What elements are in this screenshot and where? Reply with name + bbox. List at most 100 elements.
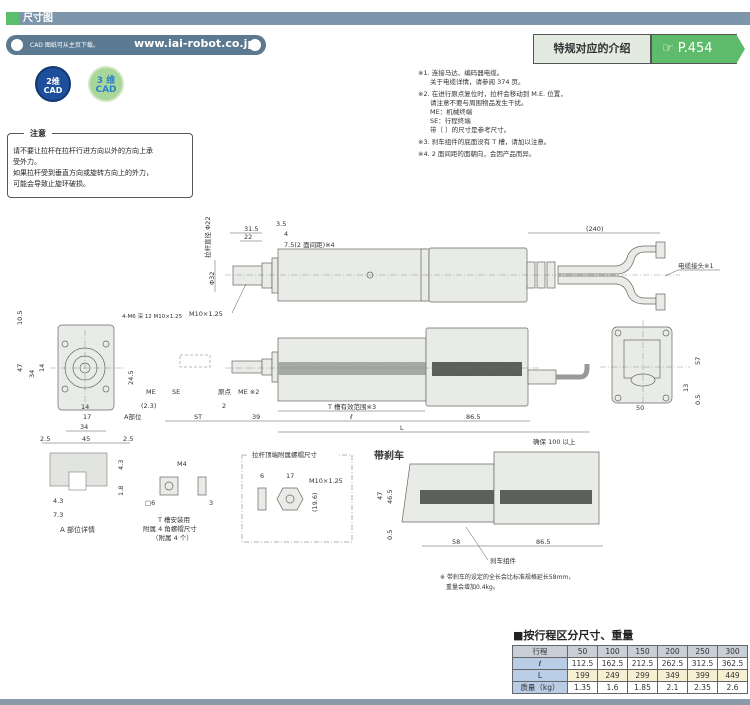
dim-flats: 7.5(2 面间距)※4 [284,241,335,249]
dim-46-5: 46.5 [386,490,394,504]
drawing-element [61,340,69,348]
dim-10-5: 10.5 [16,311,24,325]
table-cell: 50 [567,645,598,658]
drawing-element [102,385,110,393]
page-number: P.454 [677,41,713,56]
me-label: ME [146,388,156,396]
actuator-top-view: (240) 电缆接头※1 拉杆直径 Φ22 31.522 3.54 7.5(2 … [189,217,720,318]
table-cell: 399 [687,669,718,682]
connector [655,293,666,311]
dim-19-6: (19.6) [311,492,319,512]
dim-4: 4 [284,230,288,238]
table-cell: 212.5 [627,657,658,670]
cable-clearance-label: 确保 100 以上 [533,437,576,446]
table-cell: 行程 [512,645,568,658]
cad-3d-label: CAD [95,85,117,95]
nut-caption: T 槽安装用 [157,515,190,524]
dim-2-5: 2.5 [123,435,133,443]
banner-dot [11,39,23,51]
dim-45: 45 [82,435,90,443]
se-label: SE [172,388,180,396]
drawing-element [285,494,295,504]
table-cell: 质量（kg） [512,681,568,694]
table-cell: 112.5 [567,657,598,670]
table-cell: 250 [687,645,718,658]
dim-0-5: 0.5 [386,530,394,540]
footnote-4: ※4. 2 面间距的面朝向，会因产品而异。 [418,150,536,158]
drawing-element [623,339,661,379]
table-cell: 1.85 [627,681,658,694]
motor-end-view: 57 13 0.5 50 [600,320,702,412]
website-link[interactable]: www.iai-robot.co.jp [134,37,256,50]
drawing-element [556,364,590,380]
drawing-element [465,526,489,561]
t-slot-range-label: T 槽有效范围※3 [327,402,376,411]
rod [232,265,264,286]
caution-box: 注意 请不要让拉杆在拉杆行进方向以外的方向上承 受外力。 如果拉杆受到垂直方向或… [7,128,193,198]
table-cell: 200 [657,645,688,658]
cable-connector-label: 电缆接头※1 [678,261,714,270]
connector [655,241,666,259]
dim-24-5: 24.5 [127,371,135,385]
cable-upper [557,245,657,275]
drawing-element [102,340,110,348]
dim-14: 14 [81,403,89,411]
table-cell: 312.5 [687,657,718,670]
table-cell: 150 [627,645,658,658]
footer-bar [0,699,750,705]
brake-note: ※ 带刹车的设定的全长会比标准规格延长58mm， [440,573,574,581]
rod-diameter-label: 拉杆直径 Φ22 [203,217,212,258]
drawing-element [662,394,670,402]
dim-58: 58 [452,538,460,546]
drawing-element [261,358,273,376]
dim-phi32: Φ32 [208,272,216,285]
drawing-element [278,362,426,375]
table-cell: 349 [657,669,688,682]
table-cell: 449 [717,669,748,682]
table-cell: 249 [597,669,628,682]
arrow-shape [736,34,745,64]
drawing-element: 请注意不要与周围物品发生干扰。 [430,99,528,107]
brake-title: 带刹车 [374,449,404,462]
drawing-element [197,476,207,496]
table-cell: 2.1 [657,681,688,694]
table-cell: 262.5 [657,657,688,670]
cad-download-banner[interactable]: CAD 图纸可从主页下载。 www.iai-robot.co.jp [6,35,266,55]
table-cell: 2.35 [687,681,718,694]
table-title: ■按行程区分尺寸、重量 [513,629,634,642]
nut-caption: （附属 4 个） [152,533,193,542]
drawing-element [614,394,622,402]
drawing-element [257,487,267,511]
footnote-3: ※3. 刹车组件的底面没有 T 槽，请加以注意。 [418,138,551,146]
dim-7-3: 7.3 [53,511,63,519]
dim-13: 13 [682,384,690,392]
table-cell: 299 [627,669,658,682]
dim-st: ST [194,413,202,421]
brake-note: 重量会增加0.4kg。 [446,583,499,591]
table-cell: 2.6 [717,681,748,694]
cad-2d-label: 2维 [46,77,60,86]
drawing-element [527,369,557,385]
dim-2-5: 2.5 [40,435,50,443]
nut-caption: 附属 4 角螺帽尺寸 [143,524,197,533]
a-part-label: A部位 [124,412,142,421]
table-cell: L [512,669,568,682]
drawing-element [179,354,211,368]
special-order-link[interactable]: 特规对应的介绍 ☞ P.454 [533,34,745,64]
dim-39: 39 [252,413,260,421]
dim-6: 6 [260,472,264,480]
footnote-1: ※1. 连接马达、编码器电缆。关于电缆详情，请参阅 374 页。 [418,69,567,87]
thread-m10: M10×1.25 [309,477,343,485]
a-part-detail: 4.3 1.8 4.37.3 A 部位详情 [49,452,125,534]
dim-14-vertical: 14 [38,364,46,372]
table-cell: 199 [567,669,598,682]
drawing-element [68,471,87,491]
drawing-element [432,362,522,376]
